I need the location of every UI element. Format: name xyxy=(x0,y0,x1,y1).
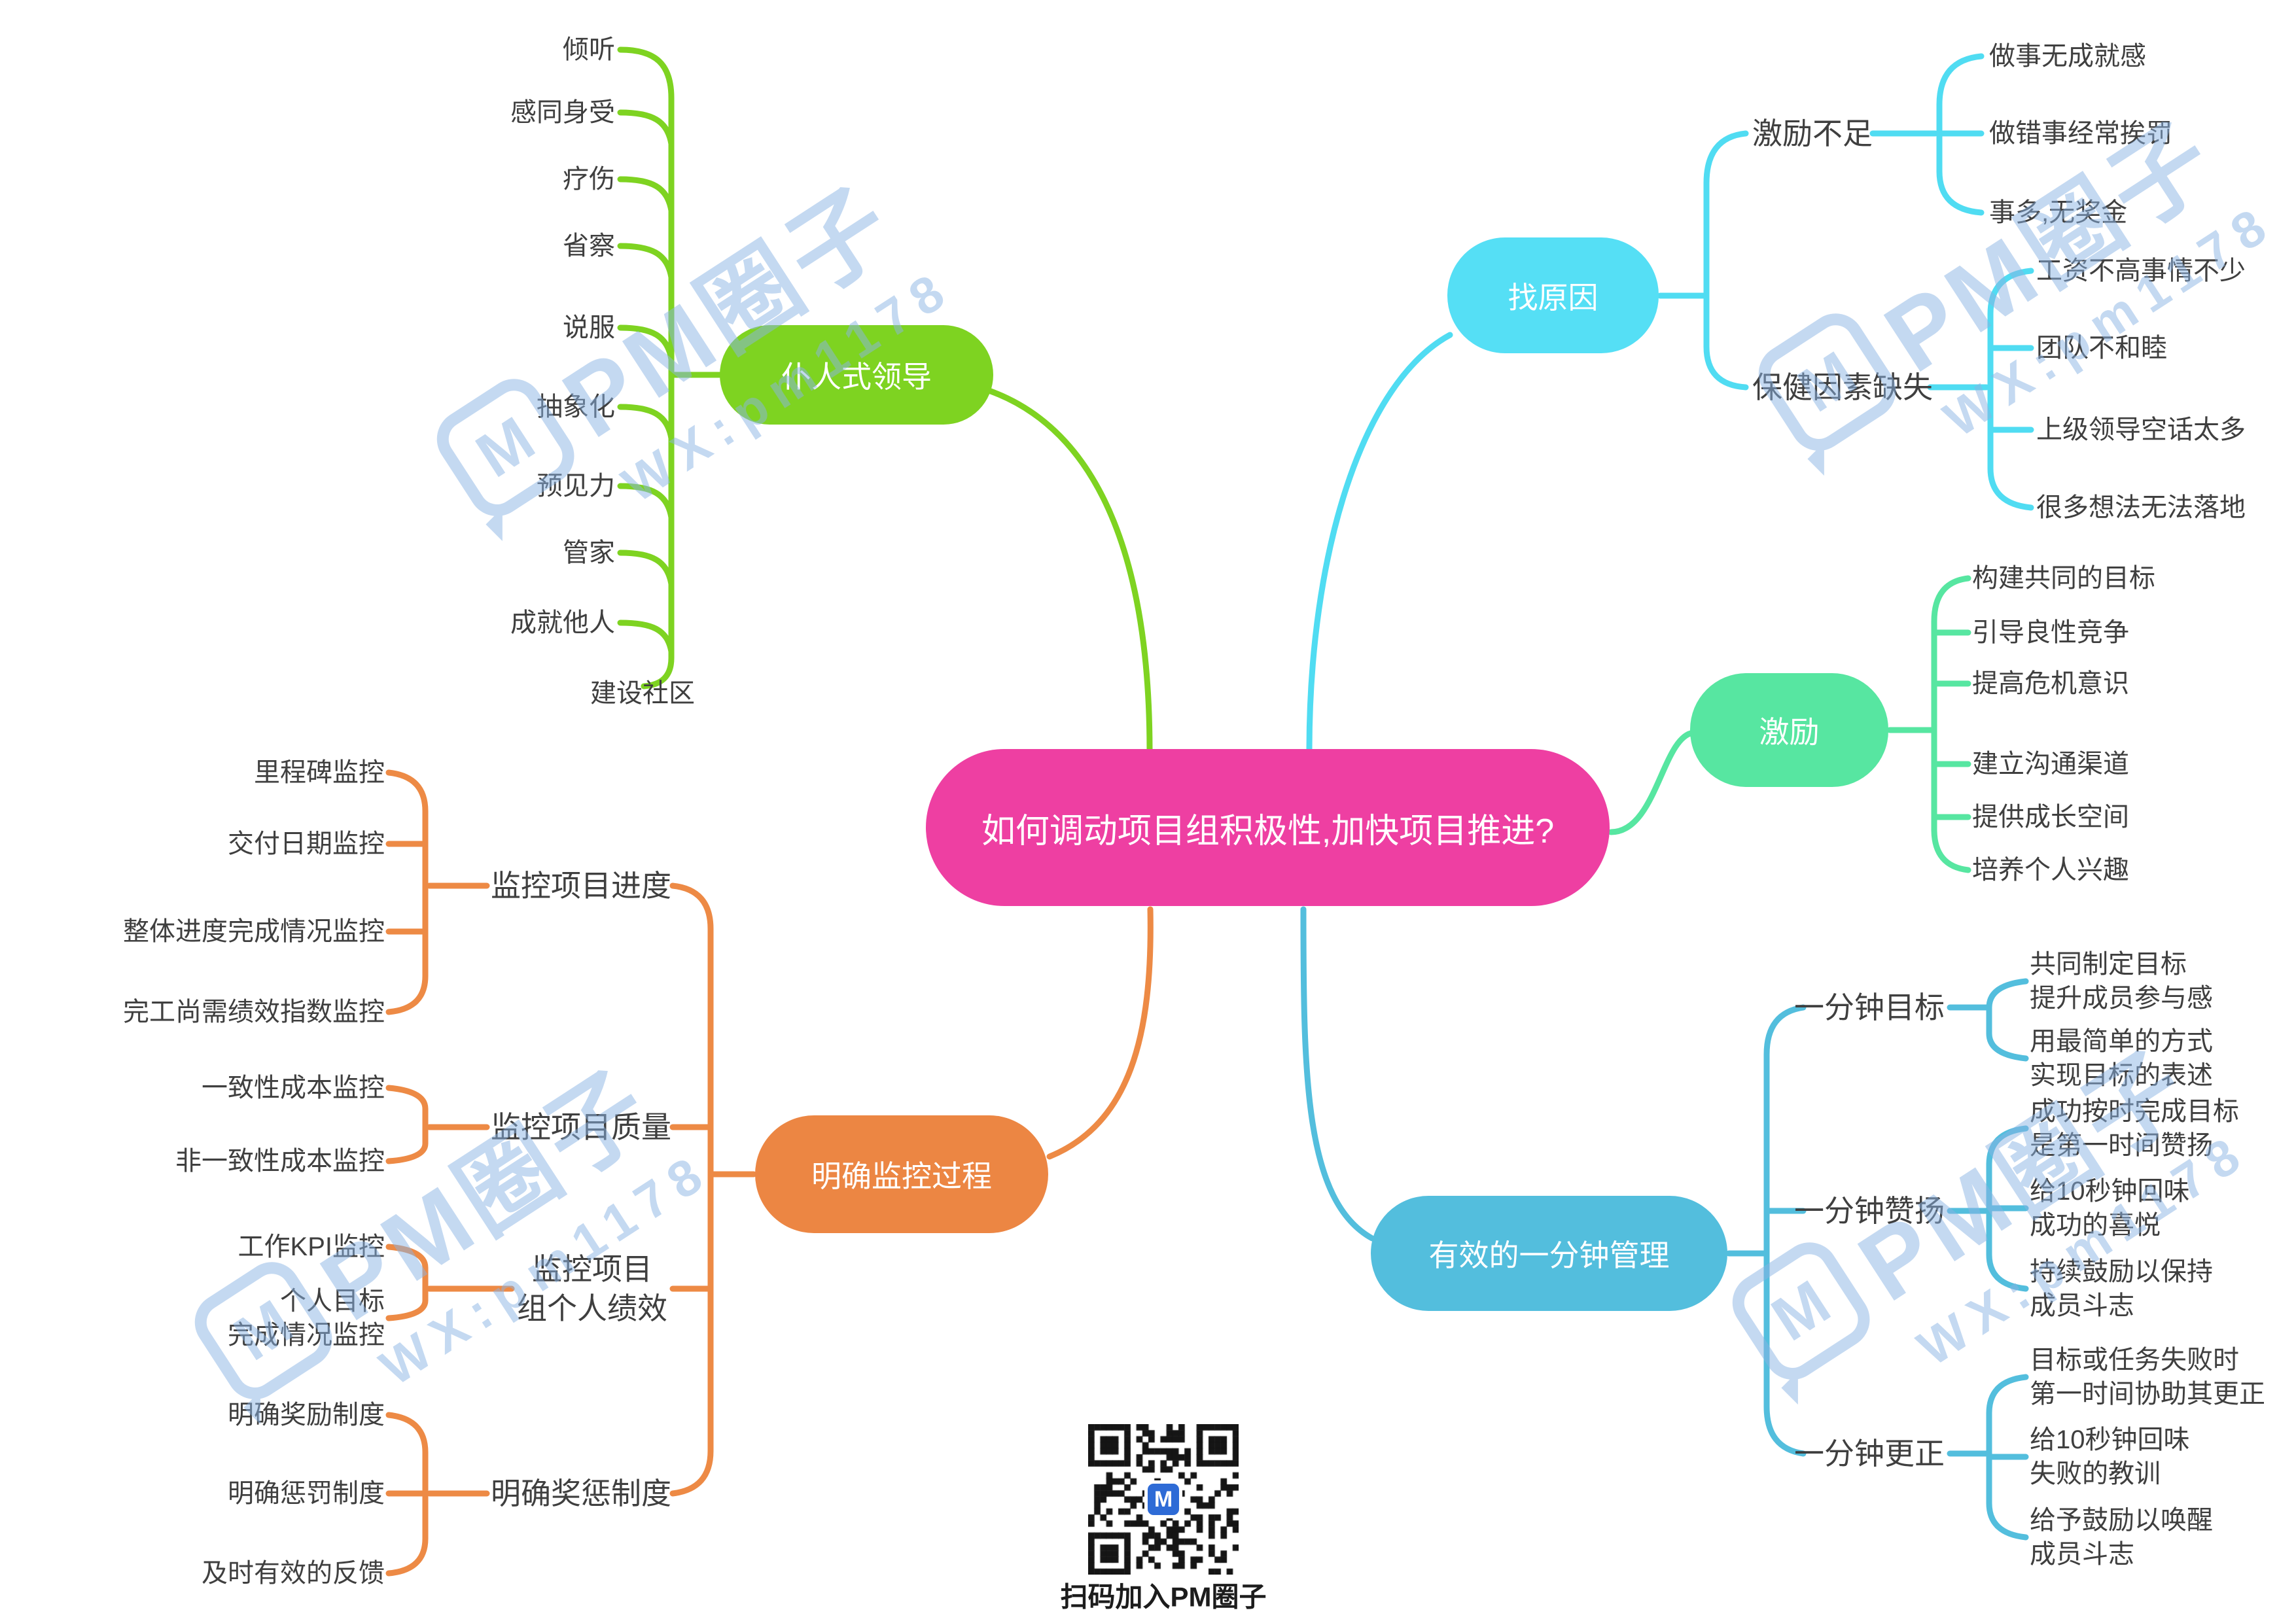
topic[interactable]: 共同制定目标 提升成员参与感 xyxy=(2030,950,2213,1013)
topic[interactable]: 目标或任务失败时 第一时间协助其更正 xyxy=(2030,1346,2265,1408)
topic[interactable]: 建立沟通渠道 xyxy=(1972,750,2129,778)
topic[interactable]: 用最简单的方式 实现目标的表述 xyxy=(2030,1027,2213,1090)
branch-node-servant-leadership[interactable]: 仆人式领导 xyxy=(720,325,993,425)
branch-node-one-minute-management[interactable]: 有效的一分钟管理 xyxy=(1371,1196,1727,1311)
topic[interactable]: 管家 xyxy=(563,538,615,567)
branch-node-find-reason[interactable]: 找原因 xyxy=(1447,237,1659,353)
branch-node-monitor-process[interactable]: 明确监控过程 xyxy=(755,1115,1048,1233)
topic[interactable]: 倾听 xyxy=(563,35,615,64)
qr-caption: 扫码加入PM圈子 xyxy=(1060,1581,1267,1613)
topic[interactable]: 交付日期监控 xyxy=(228,829,385,858)
central-topic-node[interactable]: 如何调动项目组积极性,加快项目推进? xyxy=(926,749,1610,906)
topic[interactable]: 预见力 xyxy=(537,472,615,500)
topic[interactable]: 事多,无奖金 xyxy=(1989,198,2128,227)
topic[interactable]: 说服 xyxy=(563,313,615,342)
topic[interactable]: 构建共同的目标 xyxy=(1972,564,2155,593)
topic[interactable]: 引导良性竞争 xyxy=(1972,618,2129,647)
topic[interactable]: 成功按时完成目标 是第一时间赞扬 xyxy=(2030,1097,2239,1160)
topic[interactable]: 建设社区 xyxy=(590,679,695,708)
topic[interactable]: 明确奖惩制度 xyxy=(491,1476,671,1510)
topic[interactable]: 一分钟目标 xyxy=(1794,990,1945,1024)
topic[interactable]: 里程碑监控 xyxy=(254,758,385,787)
topic[interactable]: 整体进度完成情况监控 xyxy=(123,917,385,946)
topic[interactable]: 个人目标 完成情况监控 xyxy=(228,1287,385,1350)
topic[interactable]: 给10秒钟回味 成功的喜悦 xyxy=(2030,1177,2190,1240)
topic[interactable]: 持续鼓励以保持 成员斗志 xyxy=(2030,1257,2213,1320)
topic[interactable]: 团队不和睦 xyxy=(2036,334,2167,362)
topic[interactable]: 及时有效的反馈 xyxy=(202,1559,385,1588)
topic[interactable]: 培养个人兴趣 xyxy=(1972,856,2129,884)
topic[interactable]: 激励不足 xyxy=(1752,116,1873,150)
topic[interactable]: 给10秒钟回味 失败的教训 xyxy=(2030,1425,2190,1488)
topic[interactable]: 工资不高事情不少 xyxy=(2036,256,2246,285)
topic[interactable]: 成就他人 xyxy=(510,608,615,637)
topic[interactable]: 做错事经常挨罚 xyxy=(1989,119,2172,148)
topic[interactable]: 提供成长空间 xyxy=(1972,803,2129,831)
topic[interactable]: 监控项目进度 xyxy=(491,869,671,903)
topic[interactable]: 省察 xyxy=(563,232,615,260)
topic[interactable]: 一分钟赞扬 xyxy=(1794,1194,1945,1228)
topic[interactable]: 感同身受 xyxy=(510,98,615,127)
topic[interactable]: 完工尚需绩效指数监控 xyxy=(123,998,385,1026)
topic[interactable]: 很多想法无法落地 xyxy=(2036,493,2246,522)
topic[interactable]: 保健因素缺失 xyxy=(1752,370,1933,404)
topic[interactable]: 上级领导空话太多 xyxy=(2036,415,2246,444)
topic[interactable]: 非一致性成本监控 xyxy=(175,1147,385,1176)
topic[interactable]: 提高危机意识 xyxy=(1972,669,2129,698)
topic[interactable]: 一致性成本监控 xyxy=(202,1073,385,1102)
topic[interactable]: 工作KPI监控 xyxy=(238,1232,385,1261)
topic[interactable]: 明确惩罚制度 xyxy=(228,1479,385,1508)
topic[interactable]: 明确奖励制度 xyxy=(228,1401,385,1429)
topic[interactable]: 给予鼓励以唤醒 成员斗志 xyxy=(2030,1506,2213,1569)
topic[interactable]: 疗伤 xyxy=(563,165,615,194)
topic[interactable]: 一分钟更正 xyxy=(1794,1437,1945,1471)
topic[interactable]: 做事无成就感 xyxy=(1989,42,2146,71)
qr-center-logo-icon: M xyxy=(1144,1480,1182,1518)
topic[interactable]: 监控项目质量 xyxy=(491,1110,671,1144)
branch-node-motivate[interactable]: 激励 xyxy=(1690,673,1888,787)
topic[interactable]: 监控项目 组个人绩效 xyxy=(517,1252,667,1325)
topic[interactable]: 抽象化 xyxy=(537,393,615,421)
